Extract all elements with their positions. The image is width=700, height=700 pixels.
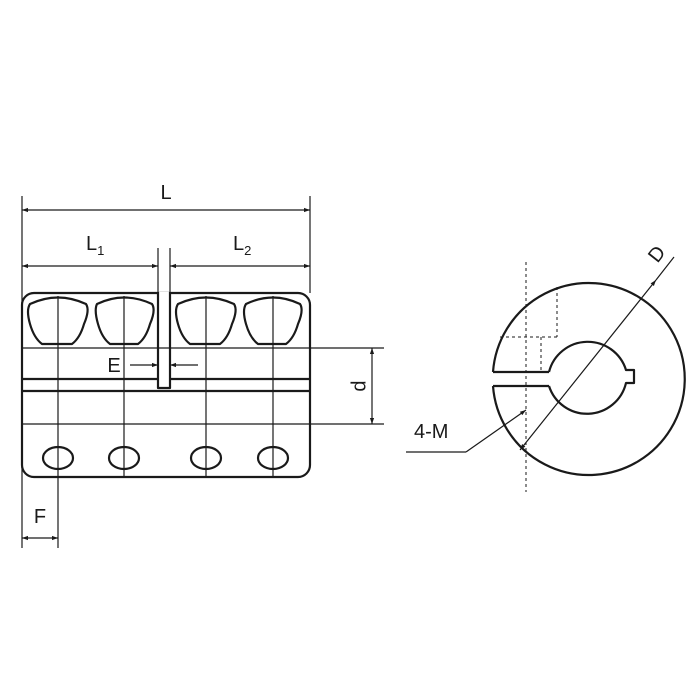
dim-D-line xyxy=(519,279,657,451)
dim-L1-label: L1 xyxy=(86,233,104,258)
dim-L-label: L xyxy=(160,182,171,204)
dim-D-label: D xyxy=(644,242,670,267)
dim-d-label: d xyxy=(348,380,370,391)
dim-D-extension xyxy=(655,256,675,281)
dim-E-label: E xyxy=(107,355,120,377)
pocket-3 xyxy=(174,296,237,346)
pocket-1 xyxy=(26,296,89,346)
bore-with-keyway xyxy=(547,340,636,415)
label-4M: 4-M xyxy=(414,421,448,443)
end-view: D 4-M xyxy=(406,242,686,492)
pocket-2 xyxy=(94,296,155,346)
outer-ring xyxy=(491,281,686,477)
dim-L2-label: L2 xyxy=(233,233,251,258)
dim-F-label: F xyxy=(34,506,46,528)
center-slot-fill xyxy=(158,292,170,388)
leader-4M-arrow xyxy=(465,409,527,453)
dimensions: L L1 L2 E d F xyxy=(21,182,375,548)
pocket-4 xyxy=(242,296,303,346)
center-slot xyxy=(156,292,172,390)
side-view xyxy=(20,291,384,548)
